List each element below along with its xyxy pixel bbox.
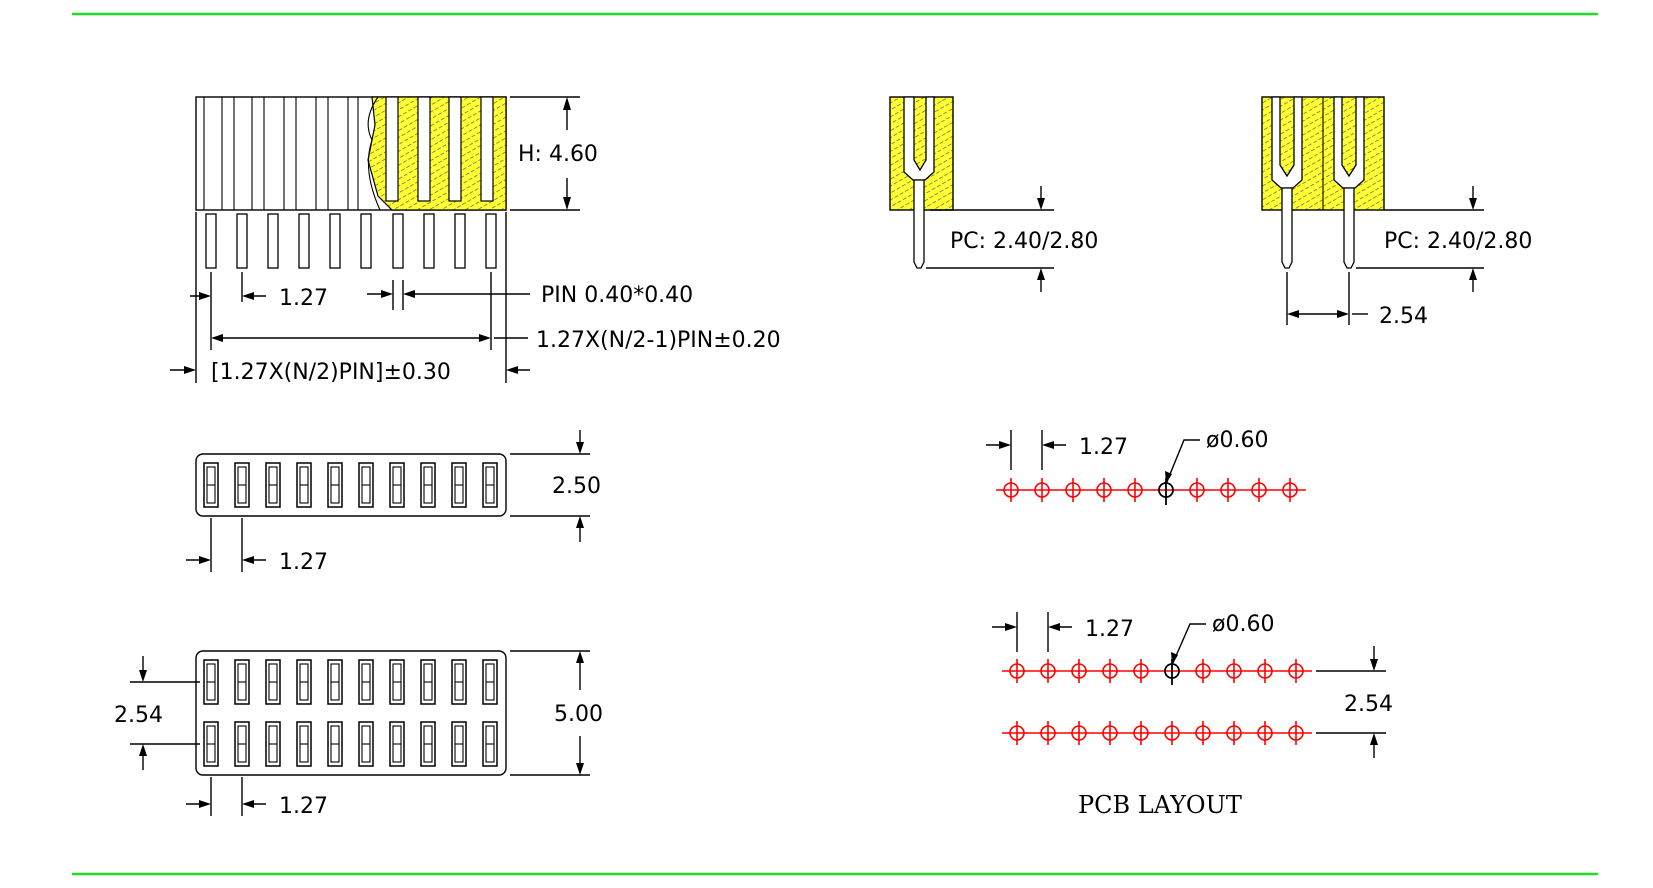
side-view-dual: PC: 2.40/2.80 2.54 bbox=[1261, 96, 1532, 329]
total-label: [1.27X(N/2)PIN]±0.30 bbox=[211, 360, 451, 385]
dual-pitch-arrow-r bbox=[242, 800, 254, 808]
pcb-single-arrow-l bbox=[999, 441, 1011, 449]
side-dual-pc-dimension bbox=[1356, 186, 1484, 292]
pcb-single-pitch-dimension bbox=[986, 430, 1066, 470]
single-body bbox=[195, 453, 507, 517]
single-width-label: 2.50 bbox=[552, 474, 601, 499]
dual-pitch-dimension bbox=[186, 777, 266, 816]
dual-slot-inner bbox=[206, 663, 495, 763]
total-arrow-l bbox=[184, 366, 196, 374]
side-single-arrow-t bbox=[1037, 198, 1045, 210]
pcb-dual-row-arrow-t bbox=[1370, 659, 1378, 671]
side-dual-pin-left bbox=[1281, 187, 1293, 269]
single-width-arrow-t bbox=[576, 442, 584, 454]
pcb-single-pads bbox=[1003, 478, 1298, 502]
side-dual-pin-right bbox=[1343, 187, 1355, 269]
single-slots bbox=[203, 462, 498, 508]
span-arrow-r bbox=[479, 334, 491, 342]
pcb-dual-row-label: 2.54 bbox=[1344, 692, 1393, 717]
single-slot-inner bbox=[206, 466, 495, 504]
pcb-single-leader bbox=[1165, 439, 1200, 485]
pcb-dual-row-arrow-b bbox=[1370, 733, 1378, 745]
pcb-dual-arrow-l bbox=[1005, 623, 1017, 631]
total-arrow-r bbox=[506, 366, 518, 374]
pcb-single-hole-label: ø0.60 bbox=[1206, 428, 1268, 453]
side-dual-arrow-b bbox=[1469, 268, 1477, 280]
dual-width-label: 5.00 bbox=[554, 702, 603, 727]
single-pitch-arrow-l bbox=[199, 556, 211, 564]
front-pitch-label: 1.27 bbox=[279, 286, 328, 311]
dual-width-arrow-b bbox=[576, 763, 584, 775]
dual-pitch-arrow-l bbox=[199, 800, 211, 808]
pin-size-label: PIN 0.40*0.40 bbox=[541, 283, 693, 308]
dual-row-arrow-b bbox=[139, 744, 147, 756]
side-dual-contact-left bbox=[1271, 96, 1303, 189]
pcb-dual-leader-arrow bbox=[1171, 652, 1178, 665]
side-single-pin bbox=[913, 179, 925, 269]
side-dual-pc-label: PC: 2.40/2.80 bbox=[1384, 229, 1532, 254]
pcb-dual-pads-bottom bbox=[1009, 721, 1304, 745]
side-dual-row-label: 2.54 bbox=[1379, 304, 1428, 329]
height-label: H: 4.60 bbox=[518, 142, 598, 167]
side-single-contact bbox=[903, 96, 935, 181]
front-break-line bbox=[367, 96, 381, 211]
front-pitch-arrow-r bbox=[242, 292, 254, 300]
single-width-arrow-b bbox=[576, 516, 584, 528]
height-arrow-top bbox=[563, 97, 571, 110]
pcb-dual-pitch-dimension bbox=[992, 612, 1072, 652]
dual-slots bbox=[203, 659, 498, 767]
pcb-layout-title: PCB LAYOUT bbox=[1078, 791, 1242, 819]
side-dual-arrow-t bbox=[1469, 198, 1477, 210]
pcb-dual-hole-label: ø0.60 bbox=[1212, 612, 1274, 637]
pcb-single-leader-arrow bbox=[1165, 471, 1172, 484]
pin-arrow-l bbox=[381, 290, 393, 298]
span-label: 1.27X(N/2-1)PIN±0.20 bbox=[536, 328, 781, 353]
side-view-single: PC: 2.40/2.80 bbox=[889, 96, 1098, 292]
pcb-dual-pads-top bbox=[1009, 659, 1304, 683]
front-pitch-arrow-l bbox=[199, 292, 211, 300]
top-view-dual: 2.54 5.00 1.27 bbox=[114, 650, 603, 819]
dual-row-pitch-label: 2.54 bbox=[114, 703, 163, 728]
height-arrow-bottom bbox=[563, 197, 571, 210]
pcb-single-pitch-label: 1.27 bbox=[1079, 435, 1128, 460]
front-cutaway-hatch bbox=[367, 96, 507, 211]
side-dual-row-dimension bbox=[1286, 272, 1368, 325]
side-dual-contact-right bbox=[1333, 96, 1365, 189]
side-dual-row-arrow-r bbox=[1337, 310, 1349, 318]
top-view-single: 2.50 1.27 bbox=[186, 430, 601, 575]
total-dimension bbox=[170, 212, 530, 383]
front-body-lines bbox=[203, 97, 359, 210]
front-pins bbox=[205, 213, 497, 269]
front-view: H: 4.60 1.27 PIN 0.40*0.40 1.27X( bbox=[170, 96, 781, 385]
pin-arrow-r bbox=[403, 290, 415, 298]
side-dual-row-arrow-l bbox=[1287, 310, 1299, 318]
side-single-pc-dimension bbox=[926, 186, 1054, 292]
single-pitch-label: 1.27 bbox=[279, 550, 328, 575]
dual-row-pitch-dimension bbox=[130, 656, 200, 770]
span-dimension bbox=[214, 272, 528, 350]
span-arrow-l bbox=[211, 334, 223, 342]
pcb-single: 1.27 ø0.60 bbox=[986, 428, 1306, 505]
pcb-dual-arrow-r bbox=[1048, 623, 1060, 631]
dual-pitch-label: 1.27 bbox=[279, 794, 328, 819]
pcb-dual-pitch-label: 1.27 bbox=[1085, 617, 1134, 642]
pcb-single-arrow-r bbox=[1042, 441, 1054, 449]
dual-row-arrow-t bbox=[139, 670, 147, 682]
single-pitch-arrow-r bbox=[242, 556, 254, 564]
pcb-dual: 1.27 ø0.60 2.54 bbox=[992, 612, 1393, 758]
pcb-dual-leader bbox=[1171, 623, 1206, 666]
dual-body bbox=[195, 650, 507, 776]
side-single-arrow-b bbox=[1037, 268, 1045, 280]
dual-width-arrow-t bbox=[576, 651, 584, 663]
front-contacts bbox=[385, 96, 494, 202]
side-single-pc-label: PC: 2.40/2.80 bbox=[950, 229, 1098, 254]
